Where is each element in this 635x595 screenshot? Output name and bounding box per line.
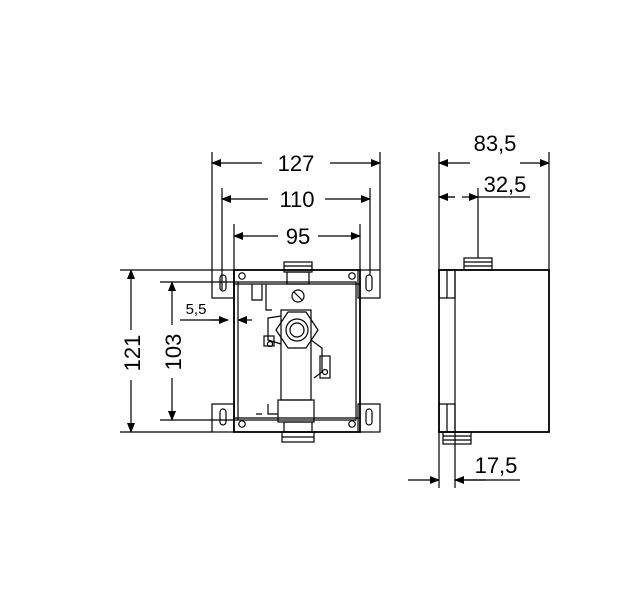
side-housing	[438, 269, 550, 433]
dimension-17-5: 17,5	[408, 453, 520, 484]
dim-label-103: 103	[161, 334, 186, 371]
front-view: 127 110 95 121 103	[120, 151, 381, 443]
dim-label-121: 121	[120, 335, 145, 372]
bottom-outlet	[256, 399, 315, 443]
dim-label-110: 110	[279, 187, 314, 212]
dimension-110: 110	[221, 187, 371, 212]
dim-label-32-5: 32,5	[484, 172, 527, 197]
top-connector	[283, 261, 313, 303]
dim-label-83-5: 83,5	[474, 131, 517, 156]
side-top-connector	[463, 257, 493, 271]
dimension-127: 127	[211, 151, 381, 176]
dim-label-127: 127	[278, 151, 315, 176]
dim-label-5-5: 5,5	[186, 301, 207, 318]
side-bottom-connector	[442, 431, 472, 445]
mounting-bracket-bottom-right	[348, 403, 381, 433]
side-view: 83,5 32,5 17,5	[408, 131, 550, 488]
dimension-103: 103	[161, 281, 186, 421]
dimension-121: 121	[120, 269, 145, 433]
dimension-5-5: 5,5	[180, 301, 252, 324]
valve-body	[263, 309, 331, 401]
dimension-95: 95	[233, 224, 361, 249]
dimension-32-5: 32,5	[438, 172, 530, 201]
dimension-83-5: 83,5	[438, 131, 550, 167]
dim-label-17-5: 17,5	[475, 453, 518, 478]
dim-label-95: 95	[286, 224, 310, 249]
